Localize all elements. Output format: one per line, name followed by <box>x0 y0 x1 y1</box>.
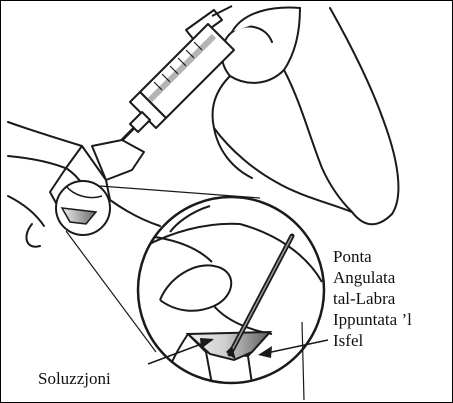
needle-tip-label-line: tal-Labra <box>333 288 412 309</box>
needle-tip-label-line: Angulata <box>333 267 412 288</box>
magnified-detail-circle <box>138 197 324 384</box>
needle-tip-label-line: Isfel <box>333 330 412 351</box>
needle-tip-label-line: Ponta <box>333 246 412 267</box>
right-hand-drawing <box>213 8 399 225</box>
vial-detail-circle <box>56 181 110 235</box>
needle-tip-label: Ponta Angulata tal-Labra Ippuntata ’l Is… <box>333 246 412 351</box>
needle-tip-label-line: Ippuntata ’l <box>333 309 412 330</box>
solution-label: Soluzzjoni <box>38 368 111 389</box>
